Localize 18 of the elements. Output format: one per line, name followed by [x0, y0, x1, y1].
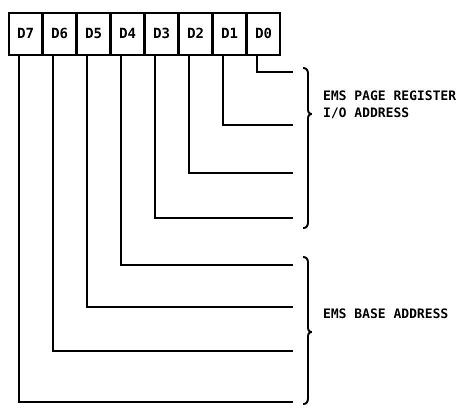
- leader-line: [86, 56, 293, 308]
- register-bit: D2: [178, 12, 213, 56]
- register-bit: D1: [212, 12, 247, 56]
- leader-line: [18, 56, 293, 403]
- register-bit: D3: [144, 12, 179, 56]
- leader-line: [154, 56, 293, 219]
- leader-line: [52, 56, 293, 352]
- leader-line: [120, 56, 293, 266]
- register-bit: D0: [246, 12, 281, 56]
- leader-line: [256, 56, 293, 73]
- register-bit: D5: [76, 12, 111, 56]
- leader-line: [188, 56, 293, 174]
- register-bit: D6: [42, 12, 77, 56]
- register-bit: D7: [8, 12, 43, 56]
- leader-line: [222, 56, 293, 126]
- group-label: EMS BASE ADDRESS: [323, 306, 450, 323]
- group-label: EMS PAGE REGISTER I/O ADDRESS: [323, 88, 458, 122]
- register-bit: D4: [110, 12, 145, 56]
